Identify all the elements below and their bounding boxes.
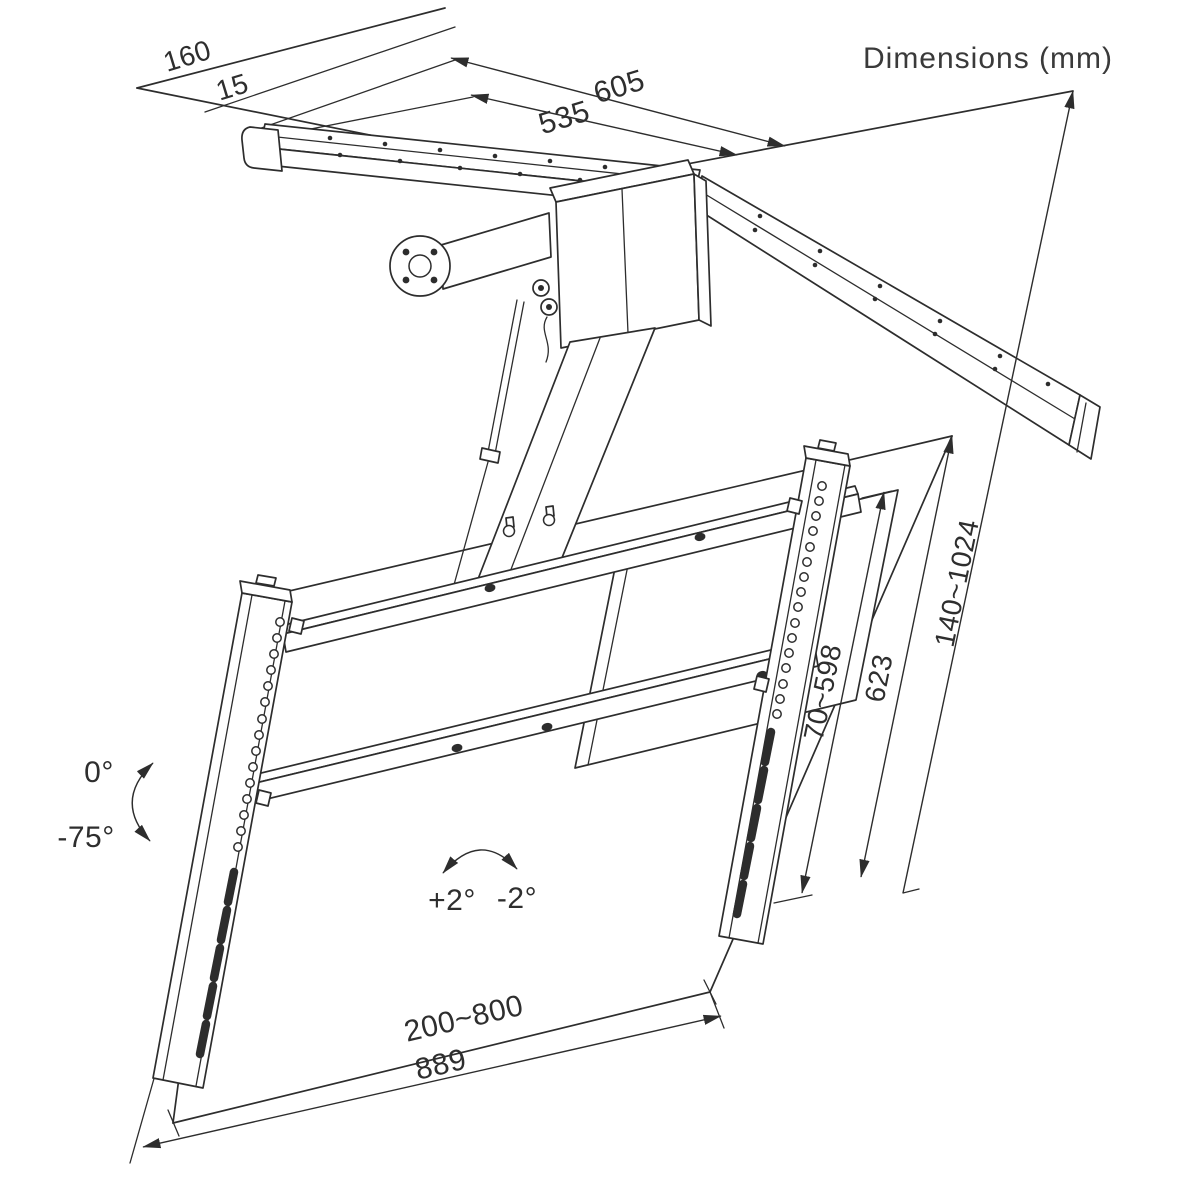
- label-drop-height-range: 140~1024: [929, 517, 985, 650]
- cable: [543, 316, 549, 363]
- left-vesa-rail: [152, 574, 305, 1089]
- dim-line-70-598: [800, 491, 886, 894]
- rail-hook: [786, 497, 803, 515]
- dim-line-535: [470, 93, 738, 157]
- drive-housing-box: [549, 159, 712, 349]
- extension-line: [204, 26, 456, 113]
- label-plate-width-inner: 535: [535, 95, 594, 142]
- extension-line: [129, 1074, 156, 1164]
- label-vesa-width-range: 200~800: [401, 989, 526, 1049]
- label-tilt-plus: +2°: [428, 884, 476, 917]
- top-cross-rail: [279, 485, 862, 653]
- fold-arc-arrow: [131, 762, 154, 842]
- page-title: Dimensions (mm): [863, 42, 1113, 75]
- rail-hook: [288, 617, 305, 635]
- label-fold-max: 0°: [84, 756, 114, 789]
- keyhole-slot: [502, 516, 516, 538]
- label-plate-width-outer: 605: [590, 64, 649, 111]
- fold-angle-callout: [131, 762, 154, 842]
- plate-screw-holes: [752, 213, 1051, 387]
- label-bracket-width: 889: [412, 1043, 470, 1087]
- extension-line: [249, 59, 456, 133]
- rail-top-cap: [239, 580, 293, 603]
- ceiling-plate-rear-section: [696, 175, 1101, 460]
- dimension-lines: [142, 57, 1075, 1149]
- label-plate-offset: 15: [212, 67, 252, 106]
- tilt-arc-arrow: [442, 849, 518, 874]
- angle-labels: 0° -75° +2° -2°: [57, 756, 537, 917]
- keyhole-slot: [542, 505, 556, 527]
- pivot-linkage: [532, 279, 558, 363]
- plate-left-end-cap: [241, 126, 283, 172]
- label-tilt-minus: -2°: [497, 882, 537, 915]
- tilt-angle-callout: [442, 849, 518, 874]
- vesa-holes: [233, 617, 285, 852]
- vesa-slots: [732, 727, 776, 919]
- dim-line-889: [142, 1014, 722, 1149]
- label-fold-min: -75°: [57, 821, 114, 854]
- gas-spring-rod: [451, 299, 525, 593]
- motor-cylinder: [389, 212, 558, 363]
- rail-hook: [255, 789, 272, 807]
- label-plate-depth: 160: [160, 34, 215, 78]
- rail-hook: [753, 675, 770, 693]
